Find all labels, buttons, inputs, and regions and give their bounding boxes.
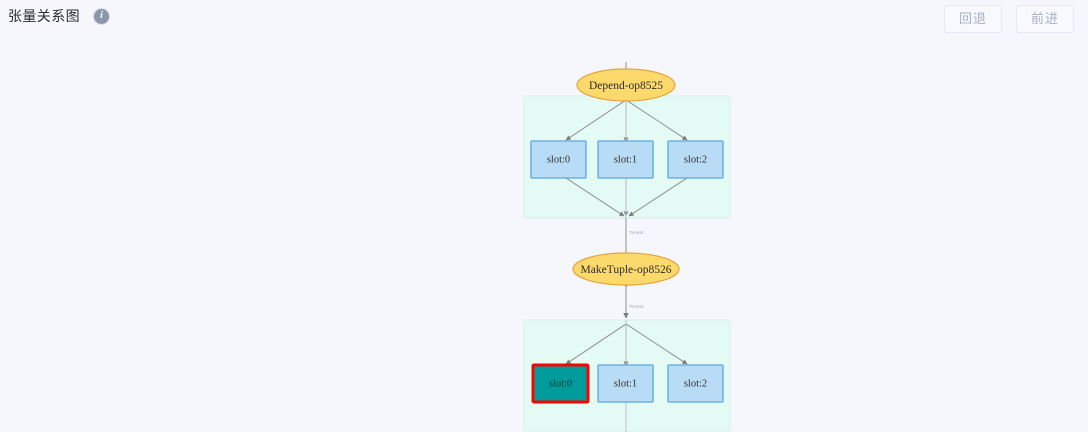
node-maketuple-op8526[interactable]: MakeTuple-op8526 (572, 252, 680, 286)
edge-hub1-to-slot0 (565, 99, 627, 141)
edge-label-tensor-3: Tensor (629, 304, 644, 309)
node-ellipse-depend[interactable] (576, 68, 676, 102)
slot-label-1-0: slot:0 (547, 155, 570, 166)
slot-label-1-2: slot:2 (684, 155, 707, 166)
slot-box-2-2[interactable]: slot:2 (667, 364, 724, 403)
info-circle-icon[interactable]: i (94, 8, 109, 24)
slot-rect-2-2[interactable] (667, 364, 724, 403)
slot-group-2[interactable]: slot:0 slot:1 slot:2 (531, 363, 724, 404)
graph-svg[interactable]: Tensor Tensor Tensor Depend-op8525 slot:… (0, 40, 1088, 432)
edge-hub2-to-slot0 (565, 323, 627, 365)
graph-canvas[interactable]: Tensor Tensor Tensor Depend-op8525 slot:… (0, 40, 1088, 432)
slot-rect-2-1[interactable] (597, 364, 654, 403)
page-title: 张量关系图 (8, 8, 80, 24)
slot-rect-1-2[interactable] (667, 140, 724, 179)
header-actions: 回退 前进 (944, 5, 1074, 33)
forward-button[interactable]: 前进 (1016, 5, 1074, 33)
edge-slot0-to-hub1b (565, 177, 625, 217)
slot-box-1-0[interactable]: slot:0 (530, 140, 587, 179)
slot-box-1-2[interactable]: slot:2 (667, 140, 724, 179)
slot-label-2-2: slot:2 (684, 379, 707, 390)
node-label-maketuple: MakeTuple-op8526 (581, 264, 672, 276)
slot-box-2-0-selected[interactable]: slot:0 (531, 363, 590, 404)
slot-rect-1-0[interactable] (530, 140, 587, 179)
slot-rect-2-0[interactable] (531, 363, 590, 404)
slot-box-1-1[interactable]: slot:1 (597, 140, 654, 179)
page-header: 张量关系图 i 回退 前进 (0, 0, 1088, 40)
slot-label-2-0: slot:0 (549, 379, 572, 390)
edge-hub2-to-slot2 (625, 323, 688, 365)
slot-group-1[interactable]: slot:0 slot:1 slot:2 (530, 140, 724, 179)
slot-rect-1-1[interactable] (597, 140, 654, 179)
edge-hub1-to-slot2 (625, 99, 688, 141)
edge-slot2-to-hub1b (628, 177, 688, 217)
back-button[interactable]: 回退 (944, 5, 1002, 33)
edge-label-tensor-2: Tensor (629, 230, 644, 235)
node-ellipse-maketuple[interactable] (572, 252, 680, 286)
slot-box-2-1[interactable]: slot:1 (597, 364, 654, 403)
title-group: 张量关系图 i (8, 4, 109, 28)
node-depend-op8525[interactable]: Depend-op8525 (576, 68, 676, 102)
slot-label-2-1: slot:1 (614, 379, 637, 390)
node-label-depend: Depend-op8525 (589, 80, 663, 92)
slot-label-1-1: slot:1 (614, 155, 637, 166)
